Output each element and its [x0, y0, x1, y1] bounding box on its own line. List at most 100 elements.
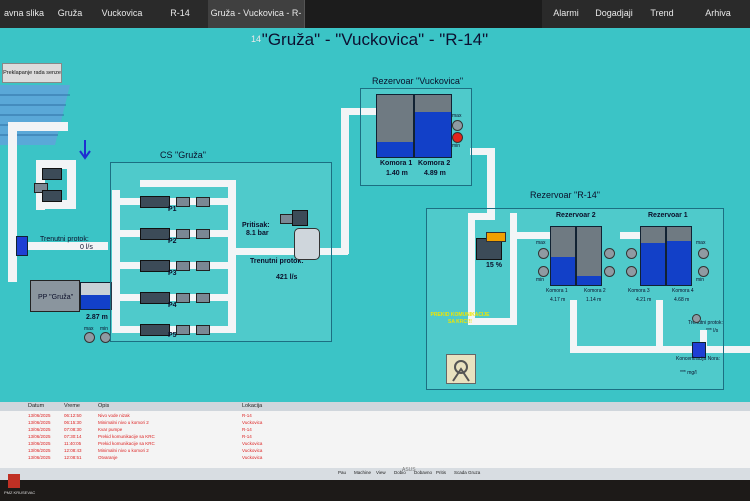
res1-min-indicator: [626, 266, 637, 277]
tab-vuckovica[interactable]: Vuckovica: [92, 0, 153, 28]
r14-title: Rezervoar "R-14": [530, 190, 600, 200]
res2-out-pipe: [570, 300, 577, 352]
vuckovica-c2-level: 4.89 m: [424, 170, 446, 177]
taskbar-item[interactable]: Dobio: [394, 470, 406, 475]
taskbar-item[interactable]: Dobavno: [414, 470, 433, 475]
pp-flow-value: 0 l/s: [80, 244, 93, 251]
taskbar-item[interactable]: Pritis: [436, 470, 446, 475]
tab-gruza[interactable]: Gruža: [48, 0, 93, 28]
tab-dogadjaji[interactable]: Dogadjaji: [590, 0, 639, 28]
res2-max-label: max: [536, 240, 546, 246]
pump-p4[interactable]: [140, 292, 170, 304]
taskbar-item[interactable]: Scada Gruza: [454, 470, 481, 475]
res1-chamber-4: [666, 226, 692, 286]
vuckovica-max-label: max: [452, 113, 462, 119]
taskbar-item[interactable]: Machine: [354, 470, 372, 475]
valve-p3b[interactable]: [196, 261, 210, 271]
res2-c1-level: 4.17 m: [550, 297, 566, 303]
pp-label: PP "Gruža": [38, 294, 74, 301]
cs-outlet-manifold: [228, 180, 236, 330]
res1-c4-name: Komora 4: [672, 288, 694, 294]
res1-chamber-3: [640, 226, 666, 286]
r14-flow-indicator: [692, 314, 701, 323]
comm-alarm-box: PREKID KOMUNIKACIJE SA KRC!!!: [428, 312, 492, 384]
col-vreme[interactable]: Vreme: [64, 403, 80, 409]
top-navigation: avna slika Gruža Vuckovica R-14 Gruža - …: [0, 0, 750, 44]
rising-main: [341, 108, 349, 254]
valve-p4b[interactable]: [196, 293, 210, 303]
taskbar-item[interactable]: View: [376, 470, 386, 475]
tab-overview[interactable]: Gruža - Vuckovica - R-14: [208, 0, 305, 44]
pump-p5-label: P5: [168, 332, 177, 339]
vuckovica-out-pipe: [470, 148, 494, 155]
r14-flow-meter: [692, 342, 706, 358]
r14-conc-label: Koncentracija Nora:: [676, 356, 720, 362]
res2-chamber-2: [576, 226, 602, 286]
tab-r14[interactable]: R-14: [152, 0, 209, 28]
to-vuckovica-pipe: [341, 108, 381, 115]
res2-min-indicator: [538, 266, 549, 277]
valve-p1[interactable]: [176, 197, 190, 207]
to-r14-pipe: [487, 148, 495, 220]
res2-chamber-1-empty: [551, 227, 575, 258]
pump-p2-label: P2: [168, 238, 177, 245]
page-title: "Gruža" - "Vuckovica" - "R-14": [261, 30, 489, 49]
to-res1-pipe: [620, 232, 642, 239]
col-datum[interactable]: Datum: [28, 403, 45, 409]
tab-trend[interactable]: Trend: [638, 0, 687, 28]
valve-p5b[interactable]: [196, 325, 210, 335]
pp-valve[interactable]: [34, 183, 48, 193]
valve-p1b[interactable]: [196, 197, 210, 207]
valve-p5[interactable]: [176, 325, 190, 335]
res1-chamber-4-empty: [667, 227, 691, 241]
col-opis[interactable]: Opis: [98, 403, 110, 409]
satellite-icon: [446, 354, 476, 384]
intake-pipe: [8, 122, 17, 282]
pp-tank: [80, 282, 112, 310]
vuckovica-chamber-1-water: [377, 141, 413, 157]
valve-p4[interactable]: [176, 293, 190, 303]
res2-c2-level: 1.14 m: [586, 297, 602, 303]
pump-line-1: [112, 198, 236, 205]
pp-flow-label: Trenutni protok:: [40, 236, 89, 243]
pp-pump-2[interactable]: [42, 190, 62, 202]
res1-min-label: min: [696, 277, 705, 283]
valve-p2[interactable]: [176, 229, 190, 239]
pump-p2[interactable]: [140, 228, 170, 240]
tab-alarmi[interactable]: Alarmi: [542, 0, 591, 28]
taskbar-item[interactable]: Pau: [338, 470, 347, 475]
pp-right-pipe: [67, 160, 76, 208]
flow-meter: [16, 236, 28, 256]
pp-top-pipe: [36, 160, 76, 169]
res1-max-indicator-r: [698, 248, 709, 259]
pump-p5[interactable]: [140, 324, 170, 336]
valve-p3[interactable]: [176, 261, 190, 271]
tab-main[interactable]: avna slika: [0, 0, 49, 28]
cs-flow-label: Trenutni protok:: [250, 258, 304, 265]
switch-sensor-button[interactable]: Preklapanje rada senze: [2, 63, 62, 83]
valve-p2b[interactable]: [196, 229, 210, 239]
pp-max-indicator: [84, 332, 95, 343]
r14-conc-value: *** mg/l: [680, 370, 697, 376]
vuckovica-max-indicator: [452, 120, 463, 131]
discharge-pipe: [236, 248, 296, 255]
vuckovica-chamber-2: [414, 94, 452, 158]
flow-arrow-icon: [79, 140, 91, 160]
pp-pump-1[interactable]: [42, 168, 62, 180]
crest-logo: [8, 474, 20, 488]
pump-p3[interactable]: [140, 260, 170, 272]
res1-chamber-3-water: [641, 243, 665, 285]
tab-arhiva[interactable]: Arhiva: [686, 0, 750, 28]
alarm-log-header: Datum Vreme Opis Lokacija: [0, 402, 750, 411]
col-lokacija[interactable]: Lokacija: [242, 403, 263, 409]
res2-chamber-2-water: [577, 275, 601, 285]
pump-p1[interactable]: [140, 196, 170, 208]
